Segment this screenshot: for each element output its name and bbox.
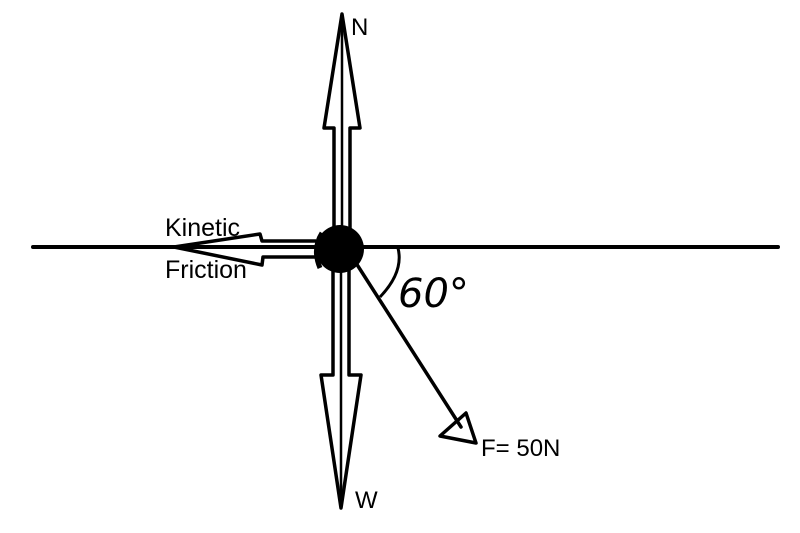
normal-force-arrow	[322, 12, 362, 236]
label-applied-force: F= 50N	[481, 435, 560, 462]
label-friction: Friction	[165, 256, 247, 284]
applied-force-line	[354, 261, 463, 429]
weight-arrow	[319, 262, 363, 510]
label-normal-force: N	[351, 14, 368, 41]
body-dot-edge	[314, 231, 325, 269]
label-angle: 60°	[398, 271, 469, 317]
label-kinetic: Kinetic	[165, 214, 240, 242]
body-dot	[316, 225, 364, 273]
angle-arc	[378, 247, 401, 299]
applied-force-arrowhead	[438, 411, 478, 445]
label-weight: W	[355, 487, 378, 514]
friction-arrow	[172, 232, 316, 267]
